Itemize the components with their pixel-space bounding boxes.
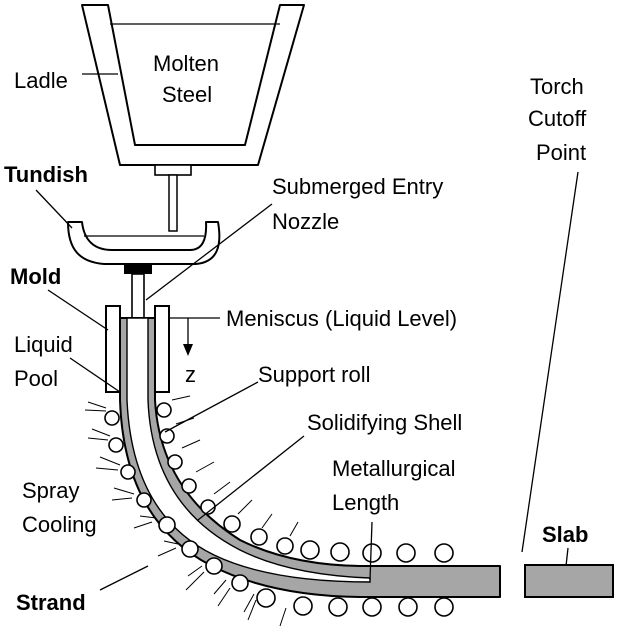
slab <box>524 564 614 598</box>
leader-lines <box>35 73 579 591</box>
label-ladle: Ladle <box>14 68 68 93</box>
label-support-roll: Support roll <box>258 362 371 387</box>
label-strand: Strand <box>16 590 86 615</box>
label-z: z <box>185 362 196 387</box>
label-metal-1: Metallurgical <box>332 456 456 481</box>
label-sen-2: Nozzle <box>272 209 339 234</box>
mold <box>105 305 170 393</box>
label-slab: Slab <box>542 522 588 547</box>
label-molten-2: Steel <box>162 82 212 107</box>
liquid-pool <box>126 317 371 583</box>
label-spray-2: Cooling <box>22 512 97 537</box>
label-tundish: Tundish <box>4 162 88 187</box>
label-metal-2: Length <box>332 490 399 515</box>
ladle <box>81 4 305 232</box>
support-rolls-outer <box>104 410 454 617</box>
label-mold: Mold <box>10 264 61 289</box>
label-liquid-1: Liquid <box>14 332 73 357</box>
support-rolls-inner <box>156 402 454 563</box>
label-torch-3: Point <box>536 140 586 165</box>
spray-lines <box>84 395 299 627</box>
label-liquid-2: Pool <box>14 366 58 391</box>
label-shell: Solidifying Shell <box>307 410 462 435</box>
label-torch-1: Torch <box>530 74 584 99</box>
label-meniscus: Meniscus (Liquid Level) <box>226 306 457 331</box>
label-spray-1: Spray <box>22 478 79 503</box>
label-torch-2: Cutoff <box>528 106 587 131</box>
label-molten-1: Molten <box>153 51 219 76</box>
label-sen-1: Submerged Entry <box>272 174 443 199</box>
